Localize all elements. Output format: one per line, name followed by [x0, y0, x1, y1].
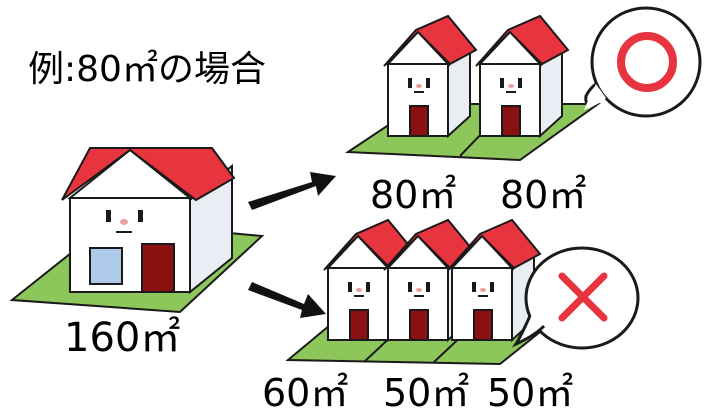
original-area-label: 160㎡ [64, 315, 181, 361]
lot-area-label: 80㎡ [370, 173, 457, 217]
lot-area-label: 60㎡ [262, 371, 349, 415]
lot-area-label: 50㎡ [383, 371, 470, 415]
house-icon [383, 15, 477, 137]
circle-mark-icon [584, 6, 702, 118]
lot-area-label: 50㎡ [487, 371, 574, 415]
cross-mark-icon [511, 246, 640, 350]
split-two-lots [344, 15, 602, 162]
arrow-up-right-icon [248, 172, 336, 210]
original-house-icon [9, 147, 265, 314]
page-title: 例:80㎡の場合 [28, 49, 266, 90]
arrow-down-right-icon [248, 282, 326, 318]
lot-area-label: 80㎡ [500, 173, 587, 217]
house-icon [475, 15, 569, 137]
